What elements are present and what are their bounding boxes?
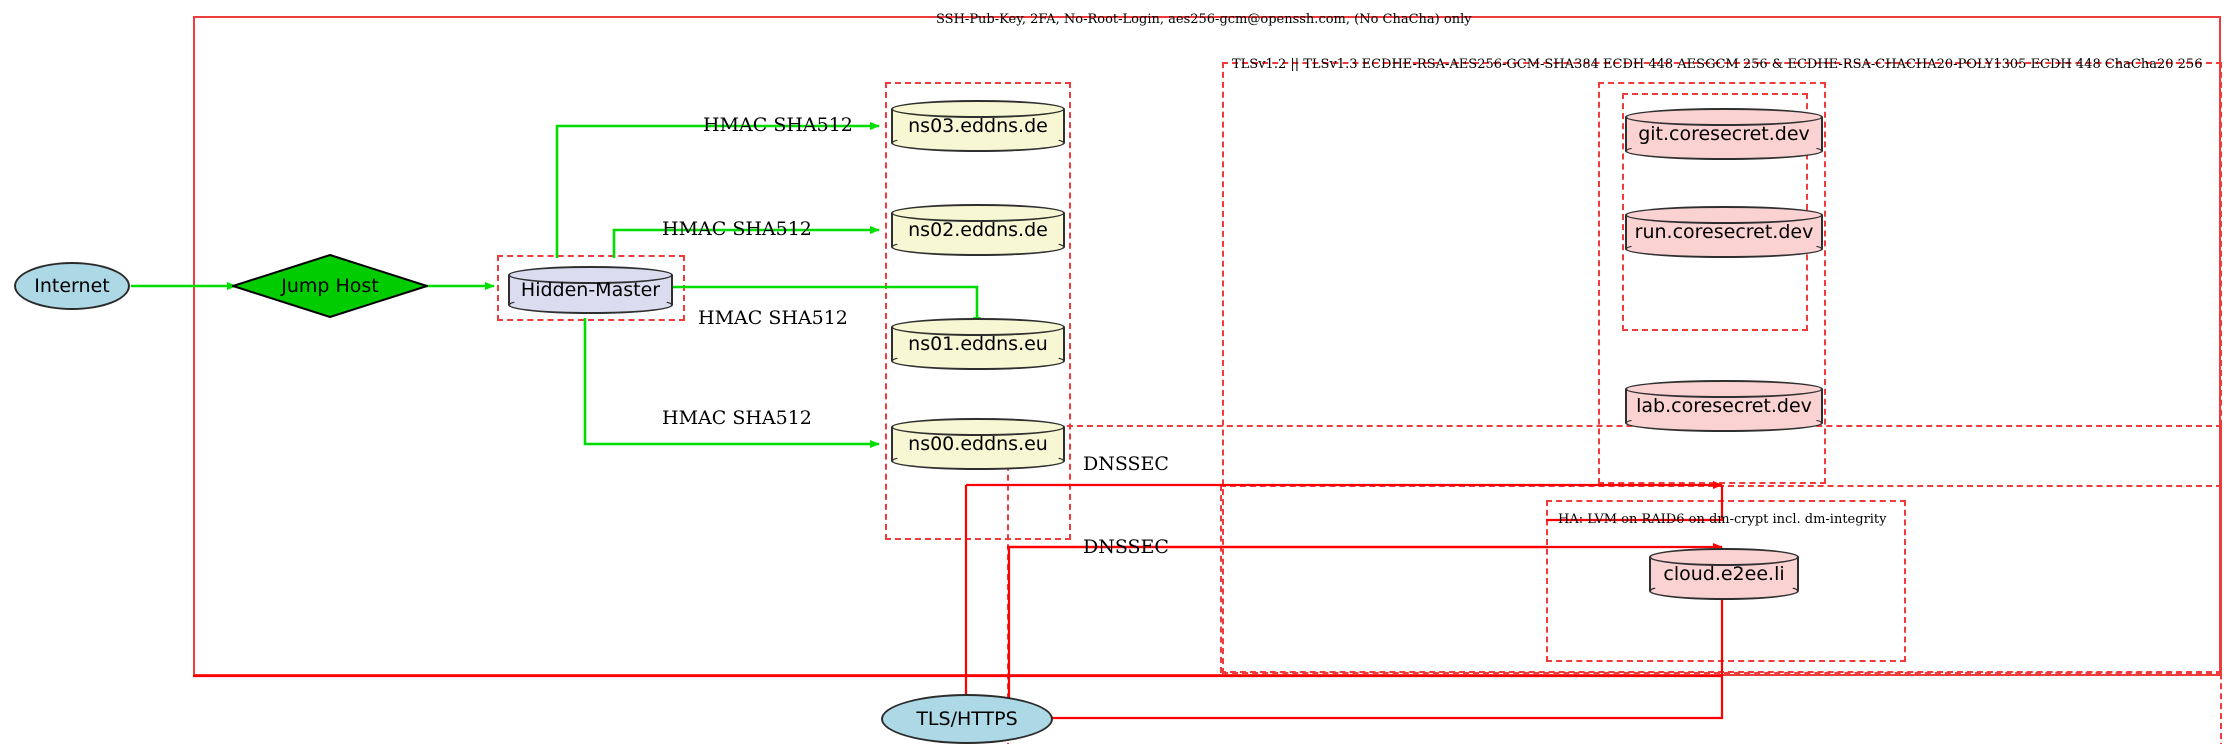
cloud-label: cloud.e2ee.li [1663,563,1785,585]
cluster-dns-zone [885,82,1071,540]
cluster-ha-storage [1546,500,1906,662]
node-hidden-master[interactable]: Hidden-Master [508,266,673,314]
label-tls-policy: TLSv1.2 || TLSv1.3 ECDHE-RSA-AES256-GCM-… [1232,57,2203,72]
node-ns03[interactable]: ns03.eddns.de [891,100,1065,152]
node-tls-https[interactable]: TLS/HTTPS [881,694,1053,744]
cyl-bottom [891,238,1065,256]
node-cloud-e2ee[interactable]: cloud.e2ee.li [1649,548,1799,600]
cyl-bottom [1649,582,1799,600]
ns03-label: ns03.eddns.de [908,115,1048,137]
label-hmac-ns00: HMAC SHA512 [662,407,812,429]
node-lab-coresecret[interactable]: lab.coresecret.dev [1625,380,1823,432]
ns00-label: ns00.eddns.eu [908,433,1048,455]
label-ha-policy: HA: LVM on RAID6 on dm-crypt incl. dm-in… [1558,512,1887,527]
diamond-shape [229,253,431,319]
run-label: run.coresecret.dev [1634,221,1814,243]
hidden-master-label: Hidden-Master [520,279,661,301]
ns01-label: ns01.eddns.eu [908,333,1048,355]
cyl-bottom [508,296,673,314]
node-jump-host[interactable]: Jump Host [229,253,431,319]
label-hmac-ns02: HMAC SHA512 [662,218,812,240]
cyl-bottom [1625,414,1823,432]
cyl-top [891,100,1065,118]
cyl-top [891,318,1065,336]
lab-label: lab.coresecret.dev [1636,395,1812,417]
node-ns00[interactable]: ns00.eddns.eu [891,418,1065,470]
cyl-top [508,266,673,284]
cyl-bottom [1625,240,1823,258]
cyl-top [1625,380,1823,398]
label-dnssec-lower: DNSSEC [1083,536,1169,558]
cyl-top [1625,108,1823,126]
ns02-label: ns02.eddns.de [908,219,1048,241]
git-label: git.coresecret.dev [1638,123,1810,145]
label-dnssec-upper: DNSSEC [1083,453,1169,475]
cyl-top [891,204,1065,222]
node-run-coresecret[interactable]: run.coresecret.dev [1625,206,1823,258]
node-git-coresecret[interactable]: git.coresecret.dev [1625,108,1823,160]
node-internet[interactable]: Internet [14,262,130,310]
cyl-bottom [891,352,1065,370]
label-hmac-ns01: HMAC SHA512 [698,307,848,329]
cluster-coresecret-services [1598,82,1826,484]
label-ssh-policy: SSH-Pub-Key, 2FA, No-Root-Login, aes256-… [936,12,1472,27]
cyl-top [891,418,1065,436]
node-ns01[interactable]: ns01.eddns.eu [891,318,1065,370]
cyl-bottom [891,452,1065,470]
cyl-top [1625,206,1823,224]
node-ns02[interactable]: ns02.eddns.de [891,204,1065,256]
label-hmac-ns03: HMAC SHA512 [703,114,853,136]
cyl-bottom [891,134,1065,152]
cyl-top [1649,548,1799,566]
cyl-bottom [1625,142,1823,160]
